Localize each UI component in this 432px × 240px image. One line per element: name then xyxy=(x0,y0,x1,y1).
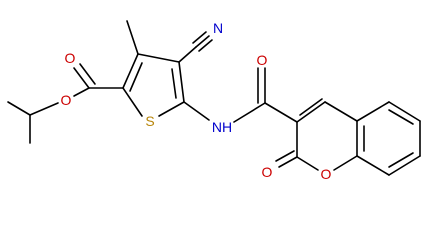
bond-nitrile-triple-1 xyxy=(195,35,210,48)
atom-label-thiophene-s: S xyxy=(145,113,154,129)
bond-ester-c-o-double-2 xyxy=(79,63,96,85)
bond-thio-c4-c5-inner xyxy=(171,68,177,99)
atom-label-nitrile-n: N xyxy=(213,20,223,36)
bond-c2-o-exo-1 xyxy=(278,156,298,168)
atom-label-ring-o: O xyxy=(321,166,332,182)
bond-c7-c8 xyxy=(388,155,421,176)
bonds xyxy=(7,20,421,176)
atom-label-amide-carbonyl-o: O xyxy=(257,52,268,68)
atom-label-amide-nh: NH xyxy=(212,119,232,135)
bond-thio-c2-c3 xyxy=(122,53,139,89)
bond-c5-c6-inner xyxy=(388,109,414,125)
bond-thio-c4-c5 xyxy=(178,61,185,103)
bond-nitrile-single xyxy=(178,46,197,63)
bond-nitrile-triple-3 xyxy=(198,39,213,52)
bond-amide-c-coumarin xyxy=(264,102,298,123)
bond-thio-s-c2 xyxy=(122,87,143,117)
bond-c4a-c5 xyxy=(356,101,390,122)
bond-c3-c4 xyxy=(296,101,326,123)
bond-nh-camide xyxy=(233,102,266,123)
bond-c4-c4a xyxy=(324,101,358,122)
bond-ipr-ch-o xyxy=(29,102,59,116)
bond-nitrile-triple-2 xyxy=(192,31,207,44)
bond-c5-c6 xyxy=(388,101,421,122)
atom-label-ester-ether-o: O xyxy=(61,92,72,108)
bond-ester-o-c xyxy=(73,87,90,97)
atom-label-lactone-carbonyl-o: O xyxy=(262,164,273,180)
molecule-structure: N O O S NH O O O xyxy=(7,20,421,182)
bond-c8-c8a xyxy=(356,155,390,176)
bond-thio-c5-s xyxy=(158,101,185,117)
bond-c2-o-exo-2 xyxy=(275,150,295,162)
bond-methyl xyxy=(126,20,139,55)
atom-labels: N O O S NH O O O xyxy=(61,20,332,182)
bond-c3-c4-inner xyxy=(299,98,323,116)
bond-thio-c3-c4 xyxy=(137,53,180,63)
bond-ester-c-o-double-1 xyxy=(73,67,90,89)
atom-label-ester-carbonyl-o: O xyxy=(65,50,76,66)
bond-c8a-o1 xyxy=(333,155,358,171)
bond-c5-nh xyxy=(183,101,210,121)
bond-c7-c8-inner xyxy=(388,152,414,168)
bond-thio-c2-c3-inner xyxy=(129,62,143,92)
bond-o1-c2 xyxy=(296,156,319,171)
bond-ipr-ch3a-ch xyxy=(7,101,31,116)
